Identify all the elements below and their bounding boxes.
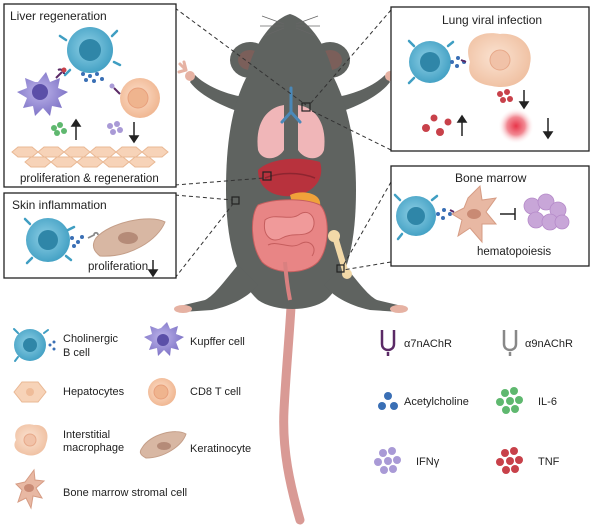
- acetylcholine-dots: [81, 72, 104, 83]
- legend: Cholinergic B cell Kupffer cell Hepatocy…: [13, 322, 573, 510]
- panel-lung-viral-infection: Lung viral infection: [390, 6, 590, 152]
- legend-tnf: TNF: [496, 447, 560, 474]
- svg-text:macrophage: macrophage: [63, 442, 124, 454]
- virus-particles: [422, 114, 452, 136]
- panel-title: Bone marrow: [455, 171, 527, 185]
- svg-text:CD8 T cell: CD8 T cell: [190, 386, 241, 398]
- keratinocyte-cell: [92, 218, 166, 257]
- panel-title: Lung viral infection: [442, 13, 542, 27]
- legend-il6: IL-6: [496, 387, 557, 414]
- svg-text:Hepatocytes: Hepatocytes: [63, 386, 125, 398]
- svg-text:B cell: B cell: [63, 347, 90, 359]
- mouse-leg-left: [180, 265, 258, 312]
- hematopoietic-cluster: [523, 193, 570, 231]
- cd8-t-cell: [120, 78, 160, 118]
- inhibition-arrow: [500, 208, 516, 220]
- intestines-organ: [252, 199, 328, 301]
- panel-skin-inflammation: Skin inflammation proliferation: [3, 192, 177, 279]
- hepatocyte-layer: [11, 146, 169, 168]
- panel-bone-marrow: Bone marrow hematopoiesis: [390, 165, 590, 267]
- legend-kupffer-cell: Kupffer cell: [144, 322, 245, 356]
- panel-title: Skin inflammation: [12, 198, 107, 212]
- mouse-head: [246, 14, 334, 80]
- legend-bone-marrow-stromal-cell: Bone marrow stromal cell: [15, 468, 187, 510]
- il6-cluster: [51, 122, 67, 136]
- ifng-cluster: [107, 121, 123, 135]
- svg-text:α7nAChR: α7nAChR: [404, 338, 452, 350]
- mouse-tail: [279, 285, 305, 525]
- bone-marrow-stromal-cell: [450, 184, 498, 244]
- svg-text:Cholinergic: Cholinergic: [63, 333, 119, 345]
- panel-caption: proliferation: [88, 261, 148, 273]
- svg-text:α9nAChR: α9nAChR: [525, 338, 573, 350]
- acetylcholine-dots: [436, 208, 452, 220]
- panel-caption: proliferation & regeneration: [20, 173, 159, 185]
- inflammation-glow: [498, 108, 534, 144]
- interstitial-macrophage: [468, 33, 531, 88]
- legend-ifng: IFNγ: [374, 447, 440, 474]
- legend-cd8-t-cell: CD8 T cell: [148, 378, 241, 406]
- cholinergic-b-cell: [393, 193, 439, 241]
- svg-text:Bone marrow stromal cell: Bone marrow stromal cell: [63, 487, 187, 499]
- svg-text:Keratinocyte: Keratinocyte: [190, 443, 251, 455]
- mouse-hind-paws: [174, 305, 408, 313]
- svg-text:TNF: TNF: [538, 456, 560, 468]
- mouse-illustration: [174, 14, 408, 525]
- callout-connectors: [174, 7, 392, 279]
- svg-text:Kupffer cell: Kupffer cell: [190, 336, 245, 348]
- arrows: [70, 118, 140, 144]
- mouse-whiskers: [260, 15, 320, 37]
- legend-hepatocytes: Hepatocytes: [13, 381, 125, 403]
- lungs-organ: [257, 86, 325, 159]
- panel-title: Liver regeneration: [10, 9, 107, 23]
- legend-keratinocyte: Keratinocyte: [139, 431, 251, 459]
- legend-a9-receptor: α9nAChR: [502, 330, 573, 356]
- acetylcholine-dots: [70, 235, 84, 248]
- legend-acetylcholine: Acetylcholine: [378, 392, 469, 410]
- kupffer-cell: [17, 72, 68, 116]
- cholinergic-b-cell: [407, 39, 455, 85]
- cholinergic-b-cell: [23, 217, 76, 265]
- legend-cholinergic-b-cell: Cholinergic B cell: [13, 328, 119, 362]
- svg-text:IL-6: IL-6: [538, 396, 557, 408]
- panel-liver-regeneration: Liver regeneration: [3, 3, 177, 188]
- tnf-cluster: [497, 89, 513, 103]
- liver-organ: [258, 158, 322, 197]
- cholinergic-b-cell: [58, 27, 122, 77]
- organ-callouts: [231, 102, 345, 273]
- panel-caption: hematopoiesis: [477, 246, 551, 258]
- svg-text:IFNγ: IFNγ: [416, 456, 440, 468]
- svg-text:Acetylcholine: Acetylcholine: [404, 396, 469, 408]
- a9-receptor: [87, 231, 99, 239]
- legend-a7-receptor: α7nAChR: [380, 330, 452, 356]
- svg-text:Interstitial: Interstitial: [63, 429, 110, 441]
- legend-interstitial-macrophage: Interstitial macrophage: [14, 424, 124, 456]
